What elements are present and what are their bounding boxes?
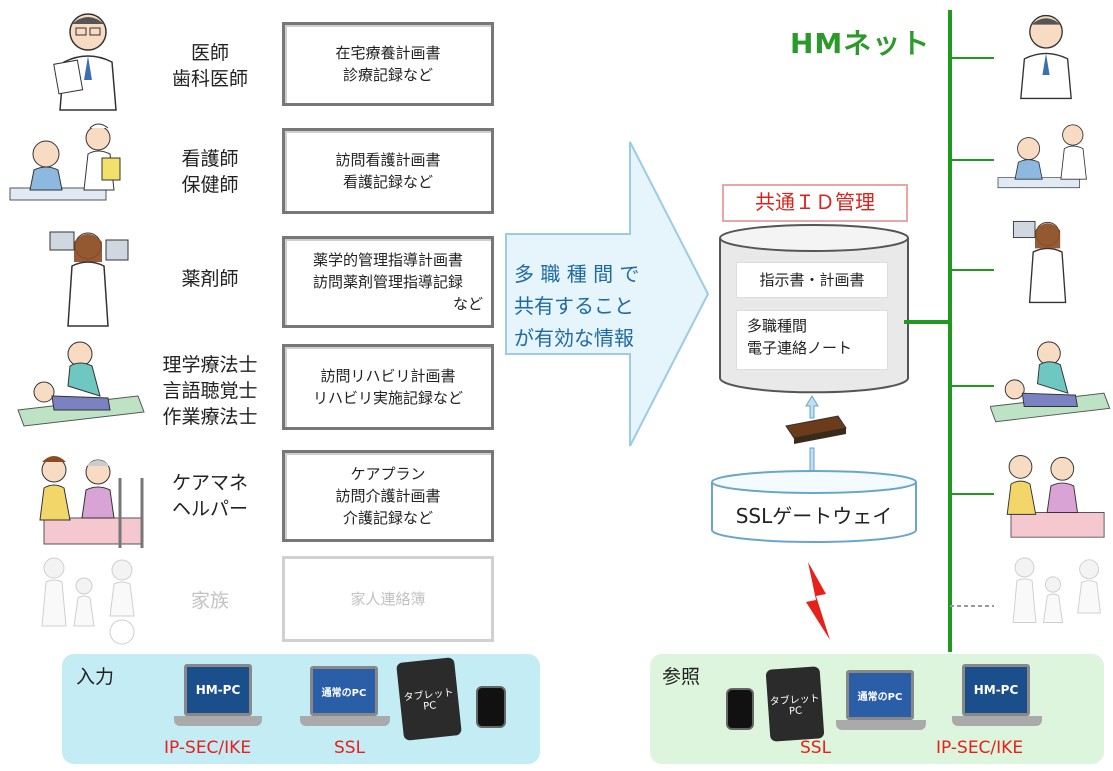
hm-pc-screen: HM-PC bbox=[962, 664, 1030, 716]
doc-line: 家人連絡簿 bbox=[350, 590, 426, 608]
role-caregiver: ケアマネ ヘルパー bbox=[150, 470, 270, 522]
doc-line: リハビリ実施記録など bbox=[312, 389, 463, 407]
normal-pc-screen: 通常のPC bbox=[310, 666, 378, 716]
doc-line: ケアプラン bbox=[350, 465, 426, 483]
arrow-text-line: 多 職 種 間 で bbox=[514, 262, 640, 286]
caregiver-icon bbox=[39, 456, 144, 548]
doc-box-nurse: 訪問看護計画書 看護記録など bbox=[282, 128, 494, 214]
doc-line: 在宅療養計画書 bbox=[335, 44, 441, 62]
laptop-icon[interactable]: 通常のPC bbox=[836, 670, 926, 740]
doc-line: 訪問看護計画書 bbox=[335, 151, 441, 169]
family-icon bbox=[1012, 557, 1102, 623]
doc-box-therapist: 訪問リハビリ計画書 リハビリ実施記録など bbox=[282, 344, 494, 430]
therapist-icon bbox=[17, 341, 145, 427]
laptop-icon[interactable]: 通常のPC bbox=[300, 666, 390, 736]
family-icon bbox=[41, 557, 135, 645]
input-panel: 入力 HM-PC 通常のPC タブレット PC IP-SEC/IKE SSL bbox=[62, 654, 540, 764]
role-line: 看護師 bbox=[181, 148, 239, 170]
tablet-icon[interactable] bbox=[476, 686, 506, 728]
doc-box-pharmacist: 薬学的管理指導計画書 訪問薬剤管理指導記録 など bbox=[282, 236, 494, 328]
db-item-label: 指示書・計画書 bbox=[759, 271, 865, 289]
role-line: ヘルパー bbox=[171, 498, 248, 520]
therapist-icon bbox=[990, 341, 1111, 423]
laptop-base bbox=[952, 716, 1042, 726]
role-line: 医師 bbox=[190, 42, 229, 64]
tablet-icon[interactable] bbox=[726, 688, 754, 730]
arrow-text-line: が有効な情報 bbox=[514, 326, 634, 350]
hm-network-bus bbox=[904, 10, 994, 652]
role-line: 家族 bbox=[190, 590, 229, 612]
tablet-icon[interactable]: タブレット PC bbox=[765, 666, 825, 742]
nurse-icon bbox=[997, 124, 1087, 189]
role-pharmacist: 薬剤師 bbox=[150, 266, 270, 292]
normal-pc-screen: 通常のPC bbox=[846, 670, 914, 720]
hm-pc-screen: HM-PC bbox=[184, 664, 252, 716]
network-people-column bbox=[990, 14, 1111, 623]
role-line: 歯科医師 bbox=[171, 68, 248, 90]
pharmacist-icon bbox=[1012, 220, 1067, 304]
doc-line: 看護記録など bbox=[342, 173, 433, 191]
laptop-base bbox=[174, 716, 262, 726]
gateway-disk bbox=[711, 470, 917, 543]
doc-line: 訪問リハビリ計画書 bbox=[320, 367, 456, 385]
reference-protocol-ssl: SSL bbox=[800, 738, 832, 758]
share-arrow bbox=[505, 141, 710, 447]
input-panel-title: 入力 bbox=[76, 666, 115, 688]
laptop-icon[interactable]: HM-PC bbox=[174, 664, 264, 736]
doc-line: など bbox=[452, 295, 483, 313]
doctor-icon bbox=[1020, 14, 1072, 100]
doc-line: 診療記録など bbox=[342, 66, 433, 84]
doc-box-family: 家人連絡簿 bbox=[282, 556, 494, 642]
doc-line: 薬学的管理指導計画書 bbox=[312, 251, 463, 269]
role-line: 言語聴覚士 bbox=[162, 380, 258, 402]
role-doctor: 医師 歯科医師 bbox=[150, 40, 270, 92]
input-protocol-ipsec: IP-SEC/IKE bbox=[164, 738, 252, 758]
input-protocol-ssl: SSL bbox=[334, 738, 366, 758]
caregiver-icon bbox=[1006, 455, 1105, 538]
doctor-icon bbox=[53, 13, 117, 111]
db-item-label: 電子連絡ノート bbox=[747, 339, 853, 357]
role-line: 理学療法士 bbox=[162, 354, 258, 376]
laptop-base bbox=[300, 716, 390, 726]
role-nurse: 看護師 保健師 bbox=[150, 146, 270, 198]
nurse-icon bbox=[9, 123, 121, 201]
doc-line: 介護記録など bbox=[342, 509, 433, 527]
arrow-text: 多 職 種 間 で 共有すること が有効な情報 bbox=[514, 258, 664, 354]
reference-panel: 参照 タブレット PC 通常のPC HM-PC SSL IP-SEC/IKE bbox=[650, 654, 1104, 764]
server-chip-icon bbox=[785, 415, 847, 444]
role-line: ケアマネ bbox=[171, 472, 248, 494]
doc-line: 訪問薬剤管理指導記録 bbox=[312, 273, 463, 291]
role-line: 保健師 bbox=[181, 174, 239, 196]
reference-panel-title: 参照 bbox=[662, 666, 701, 688]
db-item-label: 多職種間 bbox=[747, 317, 808, 335]
people-column bbox=[9, 13, 145, 645]
role-line: 作業療法士 bbox=[162, 406, 258, 428]
db-item-contact-note: 多職種間 電子連絡ノート bbox=[736, 310, 888, 370]
reference-protocol-ipsec: IP-SEC/IKE bbox=[936, 738, 1024, 758]
laptop-base bbox=[836, 720, 926, 730]
common-id-label: 共通ＩＤ管理 bbox=[722, 184, 908, 222]
role-line: 薬剤師 bbox=[181, 268, 239, 290]
role-family: 家族 bbox=[150, 588, 270, 614]
hm-network-label: HMネット bbox=[790, 27, 931, 60]
ssl-gateway-label: SSLゲートウェイ bbox=[735, 504, 893, 528]
lightning-icon bbox=[806, 562, 830, 640]
arrow-text-line: 共有すること bbox=[514, 294, 634, 318]
tablet-label: PC bbox=[788, 705, 803, 718]
tablet-icon[interactable]: タブレット PC bbox=[396, 657, 462, 741]
pharmacist-icon bbox=[49, 231, 129, 327]
laptop-icon[interactable]: HM-PC bbox=[952, 664, 1044, 736]
doc-box-caregiver: ケアプラン 訪問介護計画書 介護記録など bbox=[282, 450, 494, 542]
doc-box-doctor: 在宅療養計画書 診療記録など bbox=[282, 22, 494, 106]
role-therapist: 理学療法士 言語聴覚士 作業療法士 bbox=[148, 352, 272, 430]
doc-line: 訪問介護計画書 bbox=[335, 487, 441, 505]
db-item-instructions: 指示書・計画書 bbox=[736, 262, 888, 298]
tablet-label: PC bbox=[422, 700, 437, 713]
